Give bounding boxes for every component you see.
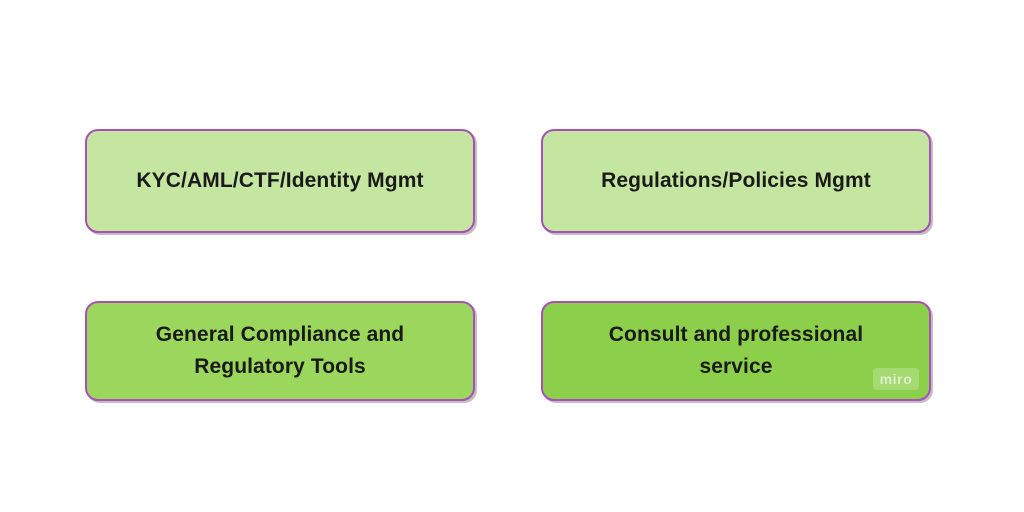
card-consult-and-professional-service[interactable]: Consult and professional service miro xyxy=(541,301,931,401)
card-label: KYC/AML/CTF/Identity Mgmt xyxy=(136,169,424,193)
card-kyc-aml-ctf-identity-mgmt[interactable]: KYC/AML/CTF/Identity Mgmt xyxy=(85,129,475,233)
card-regulations-policies-mgmt[interactable]: Regulations/Policies Mgmt xyxy=(541,129,931,233)
card-label: General Compliance and Regulatory Tools xyxy=(155,323,405,378)
card-general-compliance-and-regulatory-tools[interactable]: General Compliance and Regulatory Tools xyxy=(85,301,475,401)
miro-watermark: miro xyxy=(873,368,919,390)
card-label: Regulations/Policies Mgmt xyxy=(601,169,871,193)
card-label: Consult and professional service xyxy=(608,323,864,378)
